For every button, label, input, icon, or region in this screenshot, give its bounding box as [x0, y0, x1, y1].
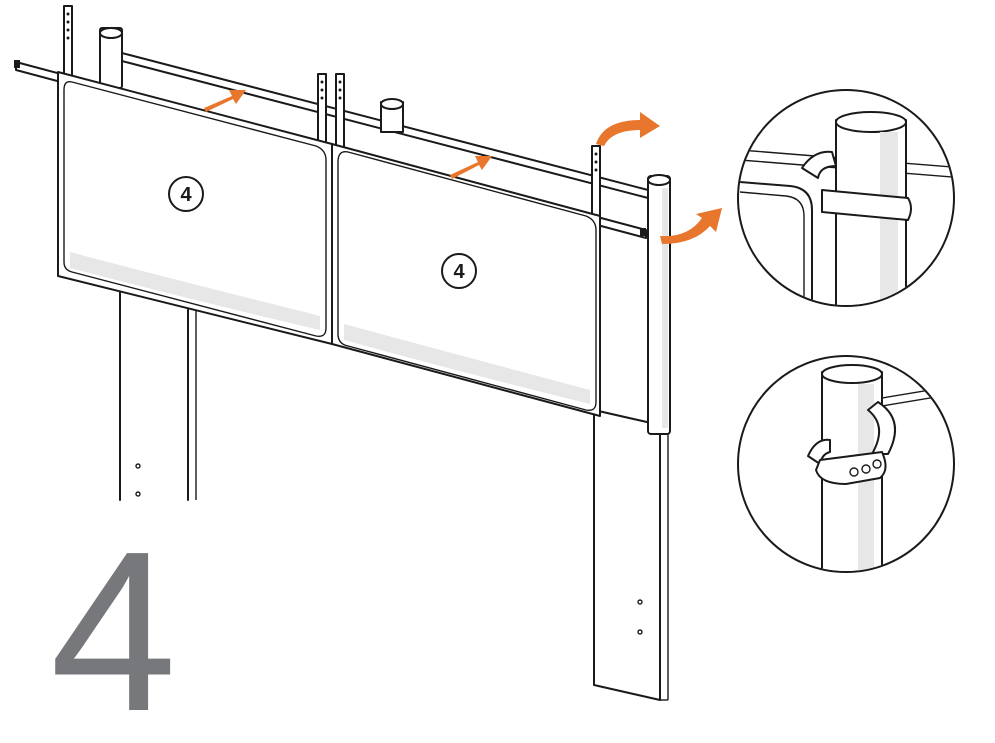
push-arrow-icon [450, 156, 492, 179]
bracket-right [591, 145, 601, 221]
callout-left-label: 4 [180, 184, 192, 206]
rear-post-middle [380, 98, 404, 133]
callout-right-label: 4 [453, 261, 465, 283]
rear-post-left [99, 27, 123, 89]
step-number: 4 [50, 505, 177, 743]
curved-arrow-icon [596, 112, 660, 146]
front-post-right [647, 174, 671, 435]
leg-right [593, 409, 669, 701]
curved-arrow-icon [660, 208, 722, 244]
callout-right-panel: 4 [441, 253, 477, 289]
push-arrow-icon [204, 90, 246, 112]
callout-left-panel: 4 [168, 176, 204, 212]
bracket-mid-left [317, 73, 327, 151]
strap-buckle-bottom-detail [737, 355, 955, 573]
bracket-left [63, 5, 73, 79]
strap-wrap-top-detail [737, 89, 955, 307]
leg-left [119, 289, 197, 501]
bracket-mid-right [335, 73, 345, 155]
